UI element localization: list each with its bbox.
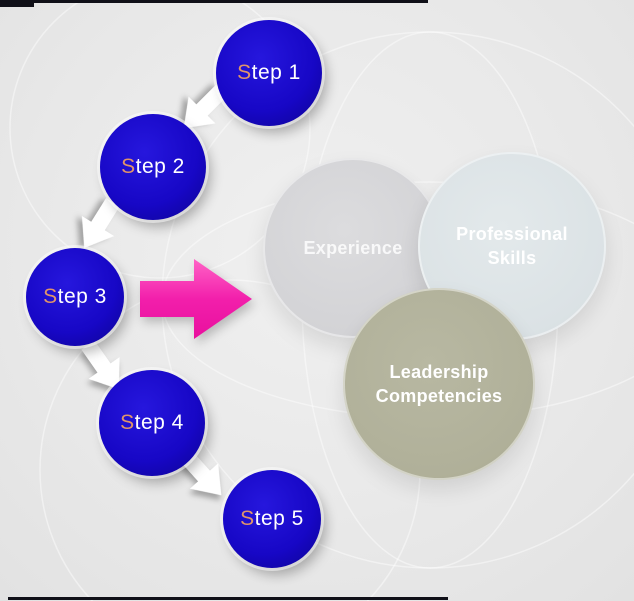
step-4-label: Step 4 bbox=[120, 411, 184, 434]
arrow-step4-step5-icon bbox=[162, 434, 247, 519]
professional-skills-circle: Professional Skills bbox=[418, 152, 606, 340]
leadership-competencies-label: Leadership Competencies bbox=[375, 361, 503, 406]
step-5-circle: Step 5 bbox=[223, 470, 321, 568]
professional-skills-label: Professional Skills bbox=[456, 223, 568, 268]
step-2-label: Step 2 bbox=[121, 155, 185, 178]
top-border-line bbox=[0, 0, 428, 3]
step-5-label: Step 5 bbox=[240, 507, 304, 530]
arrow-step3-step4-icon bbox=[62, 326, 146, 410]
leadership-competencies-circle: Leadership Competencies bbox=[343, 288, 535, 480]
experience-label: Experience bbox=[303, 237, 403, 258]
arrow-step1-step2-icon bbox=[160, 68, 245, 153]
step-1-label: Step 1 bbox=[237, 61, 301, 84]
bottom-border-line bbox=[8, 597, 448, 600]
step-1-circle: Step 1 bbox=[216, 20, 322, 126]
step-3-label: Step 3 bbox=[43, 285, 107, 308]
arrow-step2-step3-icon bbox=[57, 185, 140, 268]
top-left-accent bbox=[0, 0, 34, 7]
step-2-circle: Step 2 bbox=[100, 114, 206, 220]
step-3-circle: Step 3 bbox=[26, 248, 124, 346]
step-4-circle: Step 4 bbox=[99, 370, 205, 476]
big-right-arrow-icon bbox=[140, 252, 254, 346]
